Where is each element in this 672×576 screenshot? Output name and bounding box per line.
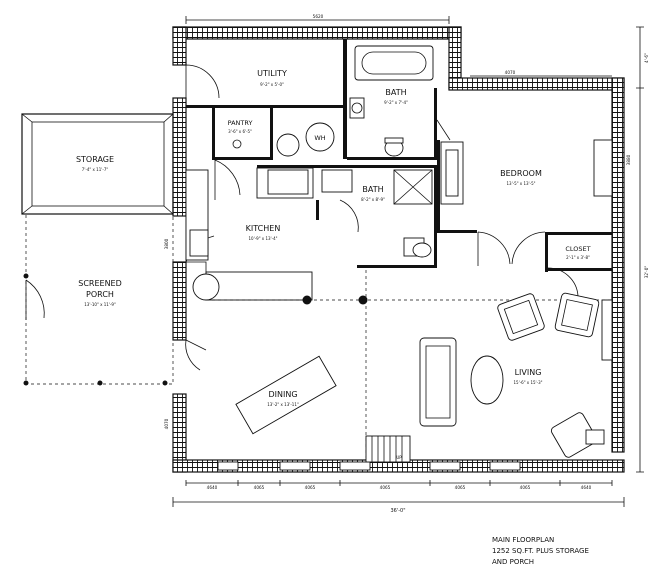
dining-size: 13'-2" x 13'-11" — [267, 402, 299, 407]
dim-left-a: 3800 — [164, 238, 169, 249]
living-furniture — [419, 292, 605, 458]
room-labels: UTILITY 9'-2" x 5'-0" PANTRY 3'-6" x 6'-… — [76, 69, 591, 460]
bedroom-size: 13'-5" x 13'-5" — [507, 181, 536, 186]
porch-label-2: PORCH — [86, 290, 114, 299]
dim-top: 5620 — [313, 14, 324, 19]
entry-stairs — [365, 435, 411, 463]
utility-size: 9'-2" x 5'-0" — [260, 82, 284, 87]
dining-label: DINING — [268, 390, 297, 399]
bath-lower-label: BATH — [362, 185, 383, 194]
dim-seg-4: 4065 — [380, 485, 391, 490]
dim-bottom: 36'-0" — [390, 508, 405, 514]
pantry-size: 3'-6" x 6'-5" — [228, 129, 252, 134]
dim-seg-2: 4065 — [254, 485, 265, 490]
kitchen-label: KITCHEN — [246, 224, 281, 233]
dim-seg-1: 4640 — [207, 485, 218, 490]
dim-right-a: 4'-6" — [644, 53, 649, 63]
living-label: LIVING — [515, 368, 542, 377]
bedroom-label: BEDROOM — [500, 169, 542, 178]
dim-seg-7: 4640 — [581, 485, 592, 490]
fixtures — [185, 45, 612, 458]
bedroom-furniture — [440, 139, 613, 361]
caption-line-3: AND PORCH — [492, 558, 534, 566]
dim-seg-6: 4065 — [520, 485, 531, 490]
screened-porch — [23, 213, 174, 386]
porch-label-1: SCREENED — [78, 279, 122, 288]
bath-lower-size: 8'-2" x 8'-9" — [361, 197, 385, 202]
caption-line-2: 1252 SQ.FT. PLUS STORAGE — [492, 547, 589, 555]
dining-table — [235, 355, 337, 435]
storage-label: STORAGE — [76, 155, 114, 164]
pantry-label: PANTRY — [228, 119, 253, 127]
dim-top-right: 4070 — [505, 70, 516, 75]
kitchen-size: 10'-9" x 13'-4" — [249, 236, 278, 241]
dim-seg-5: 4065 — [455, 485, 466, 490]
bath-upper-size: 9'-2" x 7'-4" — [384, 100, 408, 105]
closet-label: CLOSET — [565, 245, 590, 253]
storage-size: 7'-4" x 11'-7" — [82, 167, 109, 172]
closet-size: 2'-1" x 3'-8" — [566, 255, 590, 260]
dimension-lines: 5620 4070 4'-6" 32'-0" 3880 36'-0" 4640 … — [164, 14, 649, 514]
caption: MAIN FLOORPLAN 1252 SQ.FT. PLUS STORAGE … — [492, 536, 589, 566]
dim-left-b: 4070 — [164, 418, 169, 429]
bath-upper-label: BATH — [385, 88, 406, 97]
interior-walls — [186, 39, 612, 272]
bottom-windows — [217, 461, 521, 471]
dim-right-b: 32'-0" — [644, 266, 649, 279]
utility-label: UTILITY — [257, 69, 287, 78]
wh-label: WH — [314, 134, 325, 142]
porch-size: 13'-10" x 11'-9" — [84, 302, 116, 307]
dim-seg-3: 4065 — [305, 485, 316, 490]
living-size: 15'-6" x 15'-3" — [514, 380, 543, 385]
dim-right-c: 3880 — [626, 154, 631, 165]
stair-label: UP — [396, 455, 402, 460]
storage-annex — [21, 113, 174, 215]
caption-line-1: MAIN FLOORPLAN — [492, 536, 554, 544]
